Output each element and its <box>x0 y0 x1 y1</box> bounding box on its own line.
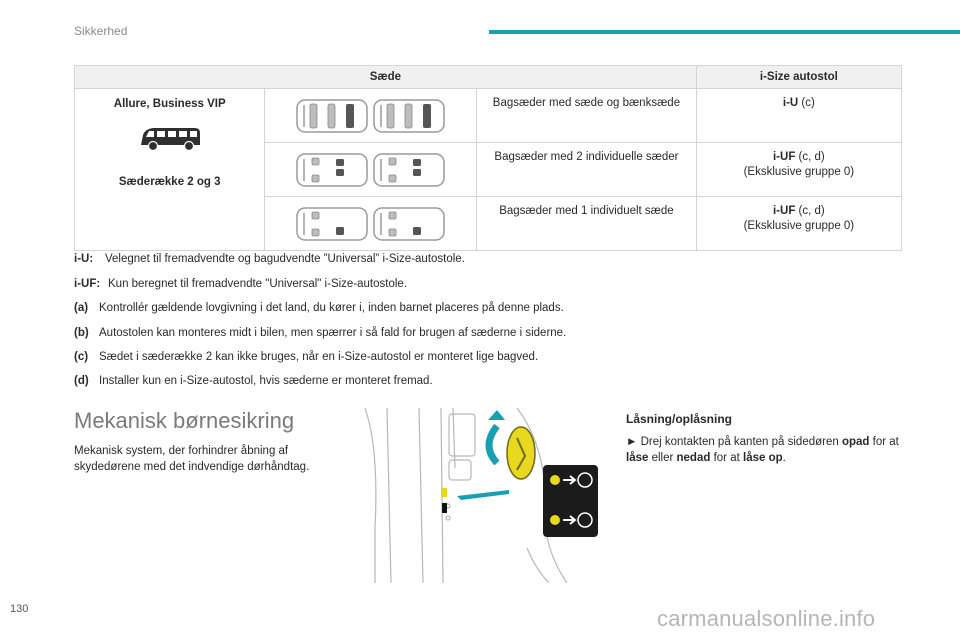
seat-layout-diagram <box>296 207 445 241</box>
footnote: (b) Autostolen kan monteres midt i bilen,… <box>74 327 566 339</box>
seat-layout-diagram <box>296 153 445 187</box>
footnote: (d) Installer kun en i-Size-autostol, hvi… <box>74 375 433 387</box>
isize-exclusion: (Eksklusive gruppe 0) <box>743 166 855 178</box>
section-body: Mekanisk system, der forhindrer åbning a… <box>74 445 310 473</box>
footnote-key: (b) <box>74 327 89 339</box>
section-heading: Mekanisk børnesikring <box>74 408 295 433</box>
isize-code: i-U <box>782 97 799 109</box>
trim-cell: Allure, Business VIP Sæderække 2 og 3 <box>73 88 266 251</box>
seat-diagram-cell <box>264 196 478 251</box>
footnote-key: (d) <box>74 375 89 387</box>
instruction-text: for at <box>869 436 899 448</box>
footnote-text: Kun beregnet til fremadvendte "Universal… <box>108 278 408 290</box>
footnote-key: (c) <box>74 351 89 363</box>
instruction-text: for at <box>710 452 743 464</box>
table-header-isize: i-Size autostol <box>695 65 903 89</box>
bullet-icon: ► <box>626 436 638 448</box>
footnote: (c) Sædet i sæderække 2 kan ikke bruges, … <box>74 351 538 363</box>
footnote-text: Sædet i sæderække 2 kan ikke bruges, når… <box>99 351 539 363</box>
row-desc-2: Bagsæder med 2 individuelle sæder <box>476 142 697 197</box>
row-isize-1: i-U (c) <box>695 88 903 143</box>
locking-heading: Låsning/oplåsning <box>626 412 733 426</box>
instruction-bold: låse <box>626 452 649 464</box>
row-desc-3: Bagsæder med 1 individuelt sæde <box>476 196 697 251</box>
instruction-text: eller <box>648 452 677 464</box>
locking-instruction: ► Drej kontakten på kanten på sidedøren … <box>626 434 906 466</box>
instruction-bold: opad <box>841 436 870 448</box>
section-title: Sikkerhed <box>74 24 128 38</box>
footnote-key: (a) <box>74 302 89 314</box>
instruction-bold: låse op <box>743 452 783 464</box>
isize-code: i-UF <box>772 205 796 217</box>
footnote-key: i-UF: <box>74 278 101 290</box>
footnote: i-UF: Kun beregnet til fremadvendte "Univ… <box>74 278 407 290</box>
instruction-text: Drej kontakten på kanten på sidedøren <box>637 436 842 448</box>
footnote-text: Autostolen kan monteres midt i bilen, me… <box>99 327 567 339</box>
footnote: i-U: Velegnet til fremadvendte og bagudve… <box>74 253 465 265</box>
isize-seat-table: Sæde i-Size autostol Allure, Business VI… <box>73 65 903 251</box>
row-isize-2: i-UF (c, d) (Eksklusive gruppe 0) <box>695 142 903 197</box>
isize-note: (c, d) <box>795 151 825 163</box>
table-header-seat: Sæde <box>74 65 697 89</box>
page-number: 130 <box>10 603 29 615</box>
isize-note: (c) <box>798 97 815 109</box>
isize-code: i-UF <box>772 151 796 163</box>
watermark: carmanualsonline.info <box>657 606 876 631</box>
footnote-key: i-U: <box>74 253 94 265</box>
footnote-text: Installer kun en i-Size-autostol, hvis s… <box>99 375 433 387</box>
seat-rows-label: Sæderække 2 og 3 <box>118 176 221 188</box>
row-desc-1: Bagsæder med sæde og bænksæde <box>476 88 697 143</box>
isize-exclusion: (Eksklusive gruppe 0) <box>743 220 855 232</box>
van-icon <box>140 128 200 152</box>
instruction-bold: nedad <box>676 452 711 464</box>
isize-note: (c, d) <box>795 205 825 217</box>
door-lock-illustration <box>364 408 598 583</box>
header-accent-bar <box>489 30 960 34</box>
seat-diagram-cell <box>264 88 478 143</box>
footnote-text: Velegnet til fremadvendte og bagudvendte… <box>105 253 465 265</box>
trim-name: Allure, Business VIP <box>113 98 226 110</box>
instruction-text: . <box>782 452 786 464</box>
row-isize-3: i-UF (c, d) (Eksklusive gruppe 0) <box>695 196 903 251</box>
footnote-text: Kontrollér gældende lovgivning i det lan… <box>99 302 564 314</box>
seat-layout-diagram <box>296 99 445 133</box>
seat-diagram-cell <box>264 142 478 197</box>
footnote: (a) Kontrollér gældende lovgivning i det … <box>74 302 564 314</box>
